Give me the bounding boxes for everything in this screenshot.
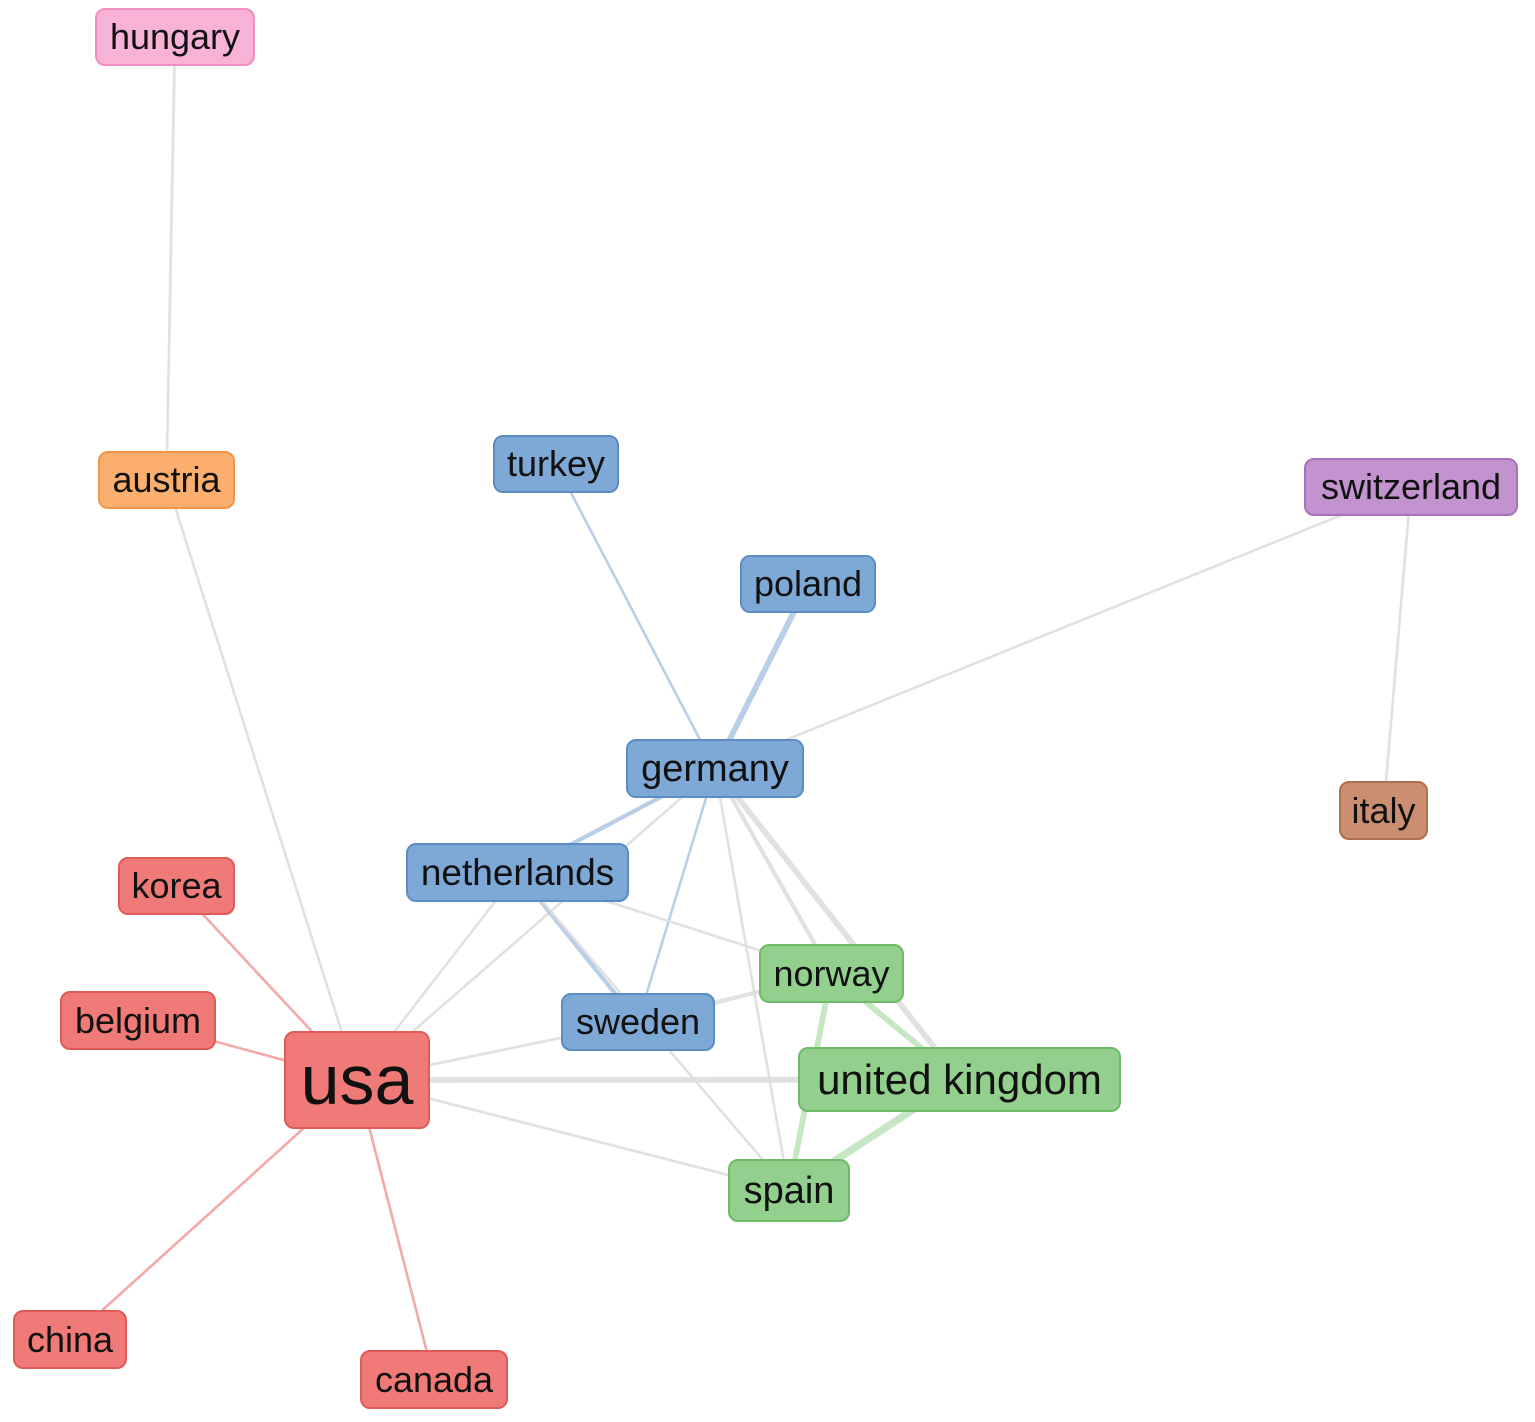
- edge-switzerland-italy: [1382, 485, 1413, 812]
- node-hungary: hungary: [95, 8, 255, 66]
- edge-poland-germany: [712, 581, 811, 772]
- node-belgium: belgium: [60, 991, 216, 1050]
- edge-germany-united_kingdom: [712, 765, 963, 1083]
- edge-germany-usa: [355, 767, 717, 1082]
- node-united-kingdom: united kingdom: [798, 1047, 1121, 1112]
- node-spain: spain: [728, 1159, 850, 1222]
- node-china: china: [13, 1310, 127, 1369]
- node-switzerland: switzerland: [1304, 458, 1518, 516]
- node-italy: italy: [1339, 781, 1428, 840]
- node-poland: poland: [740, 555, 876, 613]
- edge-germany-sweden: [636, 767, 717, 1024]
- edge-austria-usa: [165, 478, 359, 1082]
- edge-germany-spain: [713, 767, 791, 1192]
- node-norway: norway: [759, 944, 904, 1003]
- node-sweden: sweden: [561, 993, 715, 1051]
- edge-germany-norway: [712, 766, 834, 976]
- node-netherlands: netherlands: [406, 843, 629, 902]
- edge-turkey-germany: [554, 462, 717, 770]
- node-austria: austria: [98, 451, 235, 509]
- edge-hungary-austria: [165, 35, 177, 482]
- node-korea: korea: [118, 857, 235, 915]
- node-germany: germany: [626, 739, 804, 798]
- node-canada: canada: [360, 1350, 508, 1409]
- node-usa: usa: [284, 1031, 430, 1129]
- node-turkey: turkey: [493, 435, 619, 493]
- edge-switzerland-germany: [713, 485, 1413, 770]
- edge-usa-canada: [355, 1078, 436, 1381]
